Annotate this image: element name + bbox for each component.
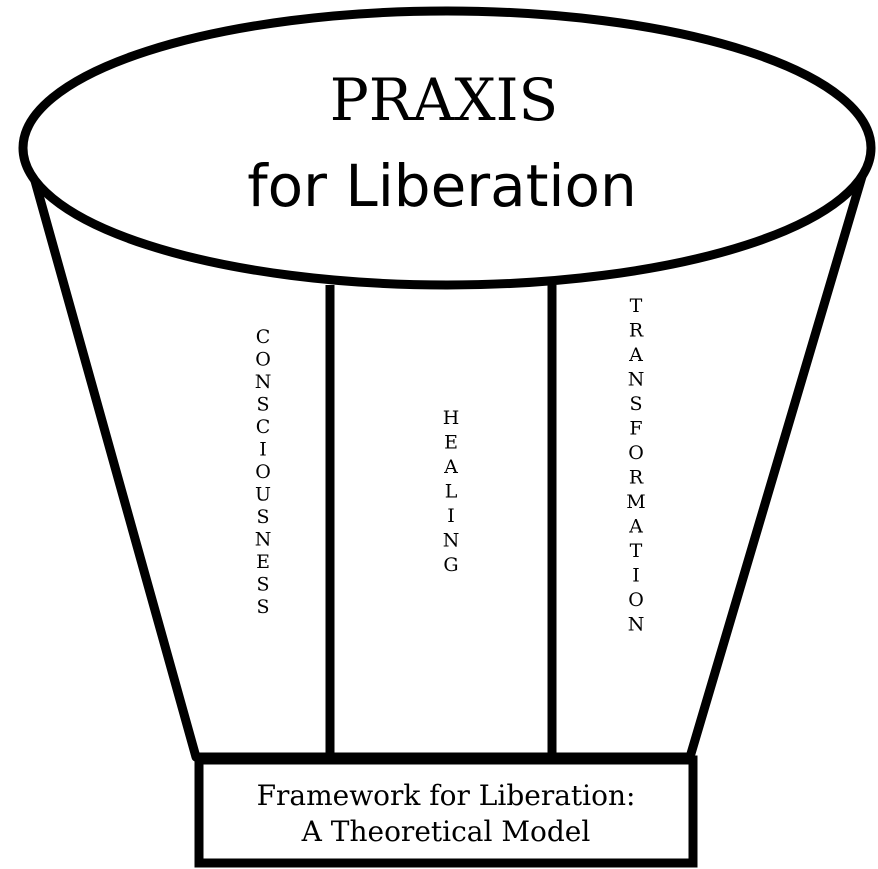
pillar-letter: H (443, 407, 460, 429)
pillar-letter: T (630, 295, 643, 317)
base-text-line2: A Theoretical Model (301, 815, 591, 848)
pillar-letter: E (444, 432, 458, 454)
pillar-letter: A (628, 344, 643, 366)
pillar-letter: S (256, 506, 269, 528)
pillar-letter: I (632, 565, 640, 587)
pillar-letter: S (256, 394, 269, 416)
pillar-letter: R (629, 467, 644, 489)
pillar-letter: S (256, 574, 269, 596)
pillar-letter: R (629, 320, 644, 342)
pillar-letter: I (447, 505, 455, 527)
pillar-letter: S (629, 393, 642, 415)
pillar-letter: M (626, 491, 645, 513)
pillar-letter: N (443, 530, 460, 552)
pillar-letter: N (255, 529, 272, 551)
base-box (194, 755, 698, 868)
pillar-letter: A (628, 516, 643, 538)
top-ellipse (18, 6, 876, 290)
pillar-letter: O (255, 461, 271, 483)
pillar-letter: A (443, 456, 458, 478)
pillar-letter: O (628, 442, 644, 464)
pillar-letter: I (259, 439, 267, 461)
pillar-letter: N (255, 371, 272, 393)
pillar-letter: U (255, 484, 271, 506)
pillar-letter: O (255, 349, 271, 371)
pillar-letter: N (628, 614, 645, 636)
base-text-line1: Framework for Liberation: (257, 779, 636, 812)
pillar-letter: E (256, 551, 270, 573)
pillar-letter: S (256, 596, 269, 618)
diagram-subtitle: for Liberation (247, 152, 637, 220)
pillar-letter: C (256, 326, 271, 348)
pillar-letter: L (445, 481, 458, 503)
pillar-letter: N (628, 369, 645, 391)
pillar-letter: G (443, 554, 458, 576)
pillar-letter: F (629, 418, 642, 440)
pillar-letter: C (256, 416, 271, 438)
pillar-letter: O (628, 589, 644, 611)
diagram-title: PRAXIS (330, 66, 559, 134)
pillar-letter: T (630, 540, 643, 562)
